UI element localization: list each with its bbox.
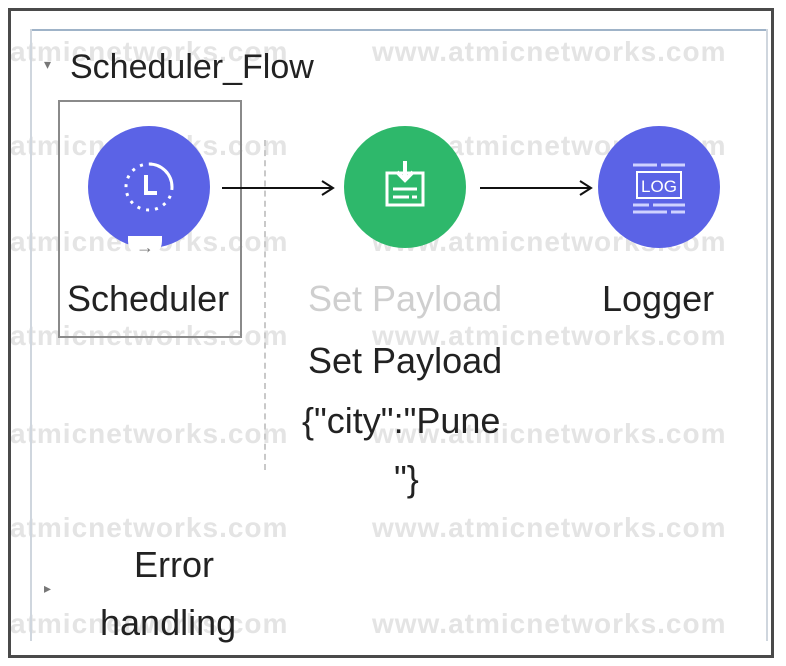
log-icon: LOG	[633, 163, 685, 214]
set-payload-icon	[385, 161, 425, 207]
error-handling-line2[interactable]: handling	[100, 602, 237, 643]
flow-arrow	[222, 180, 335, 196]
logger-node[interactable]: LOG	[598, 126, 720, 248]
arrow-right-icon: →	[136, 237, 154, 257]
collapse-flow-icon[interactable]: ▾	[44, 56, 52, 72]
payload-value-line1: {"city":"Pune	[302, 400, 501, 441]
flow-title[interactable]: Scheduler_Flow	[70, 48, 314, 86]
logger-label: Logger	[602, 278, 715, 319]
canvas-frame	[8, 8, 774, 658]
error-handling-line1[interactable]: Error	[134, 544, 214, 585]
source-section-selection[interactable]	[58, 100, 242, 338]
source-divider	[264, 140, 266, 470]
flow-container-left-border	[30, 29, 32, 641]
scheduler-label: Scheduler	[67, 278, 230, 319]
payload-name: Set Payload	[308, 340, 503, 381]
clock-icon	[124, 162, 174, 212]
payload-value-line2: "}	[394, 458, 419, 499]
expand-error-handling-icon[interactable]: ▸	[44, 580, 52, 596]
scheduler-node[interactable]	[88, 126, 210, 248]
log-icon-text: LOG	[641, 177, 677, 196]
set-payload-label: Set Payload	[308, 278, 503, 319]
source-indicator: →	[128, 236, 162, 258]
flow-container-right-border	[766, 29, 768, 641]
flow-arrow	[480, 180, 593, 196]
flow-container-top-border	[30, 29, 766, 31]
set-payload-node[interactable]	[344, 126, 466, 248]
